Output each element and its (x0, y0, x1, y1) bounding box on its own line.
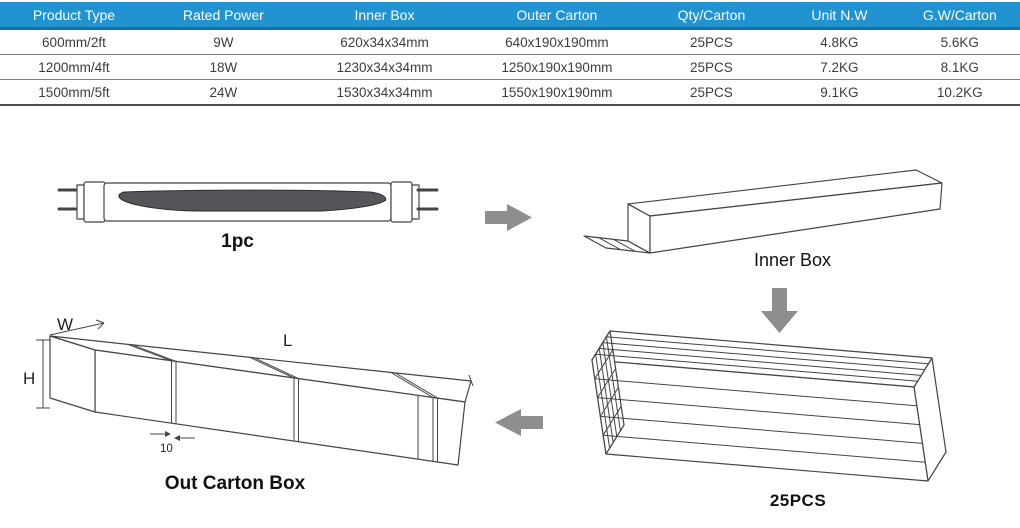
cell-inner-box: 1230x34x34mm (298, 54, 471, 80)
col-header-rated-power: Rated Power (147, 2, 299, 30)
cell-rated-power: 24W (147, 79, 299, 106)
cell-outer-carton: 1250x190x190mm (470, 54, 644, 80)
table-row: 1200mm/4ft 18W 1230x34x34mm 1250x190x190… (0, 54, 1020, 80)
col-header-inner-box: Inner Box (298, 2, 471, 30)
out-carton-caption: Out Carton Box (164, 473, 306, 494)
packaging-spec-table: Product Type Rated Power Inner Box Outer… (0, 2, 1020, 106)
bundle-caption: 25PCS (769, 491, 827, 510)
cell-gw-carton: 10.2KG (899, 79, 1020, 106)
cell-qty-carton: 25PCS (643, 79, 780, 106)
dim-height-label: H (23, 369, 35, 388)
cell-product-type: 600mm/2ft (0, 28, 148, 55)
col-header-outer-carton: Outer Carton (470, 2, 644, 30)
bundle-25pcs-drawing (591, 330, 947, 482)
arrow-down-icon (761, 288, 798, 333)
col-header-product-type: Product Type (0, 2, 148, 30)
cell-unit-nw: 4.8KG (779, 28, 900, 55)
dim-strap-width-label: 10 (160, 443, 173, 455)
arrow-right-icon (485, 204, 532, 231)
arrow-left-icon (495, 409, 543, 436)
cell-product-type: 1500mm/5ft (0, 79, 148, 106)
col-header-gw-carton: G.W/Carton (899, 2, 1020, 30)
cell-rated-power: 18W (147, 54, 299, 80)
cell-qty-carton: 25PCS (643, 28, 780, 55)
cell-rated-power: 9W (147, 28, 299, 55)
led-tube-drawing (57, 181, 439, 223)
out-carton-drawing (49, 335, 474, 466)
cell-unit-nw: 9.1KG (779, 79, 900, 106)
col-header-unit-nw: Unit N.W (779, 2, 900, 30)
cell-outer-carton: 1550x190x190mm (470, 79, 644, 106)
cell-qty-carton: 25PCS (643, 54, 780, 80)
cell-gw-carton: 8.1KG (899, 54, 1020, 80)
cell-gw-carton: 5.6KG (899, 28, 1020, 55)
cell-outer-carton: 640x190x190mm (470, 28, 644, 55)
table-row: 1500mm/5ft 24W 1530x34x34mm 1550x190x190… (0, 79, 1020, 106)
cell-inner-box: 1530x34x34mm (298, 79, 471, 106)
cell-unit-nw: 7.2KG (779, 54, 900, 80)
tube-caption: 1pc (221, 231, 254, 252)
table-header-row: Product Type Rated Power Inner Box Outer… (0, 2, 1020, 30)
carton-dimension-annotations: H W L 10 (23, 315, 292, 455)
table-row: 600mm/2ft 9W 620x34x34mm 640x190x190mm 2… (0, 28, 1020, 55)
dim-width-label: W (57, 315, 73, 334)
inner-box-drawing (583, 169, 943, 254)
cell-product-type: 1200mm/4ft (0, 54, 148, 80)
inner-box-caption: Inner Box (753, 250, 832, 270)
cell-inner-box: 620x34x34mm (298, 28, 471, 55)
dim-length-label: L (283, 331, 292, 350)
col-header-qty-carton: Qty/Carton (643, 2, 780, 30)
